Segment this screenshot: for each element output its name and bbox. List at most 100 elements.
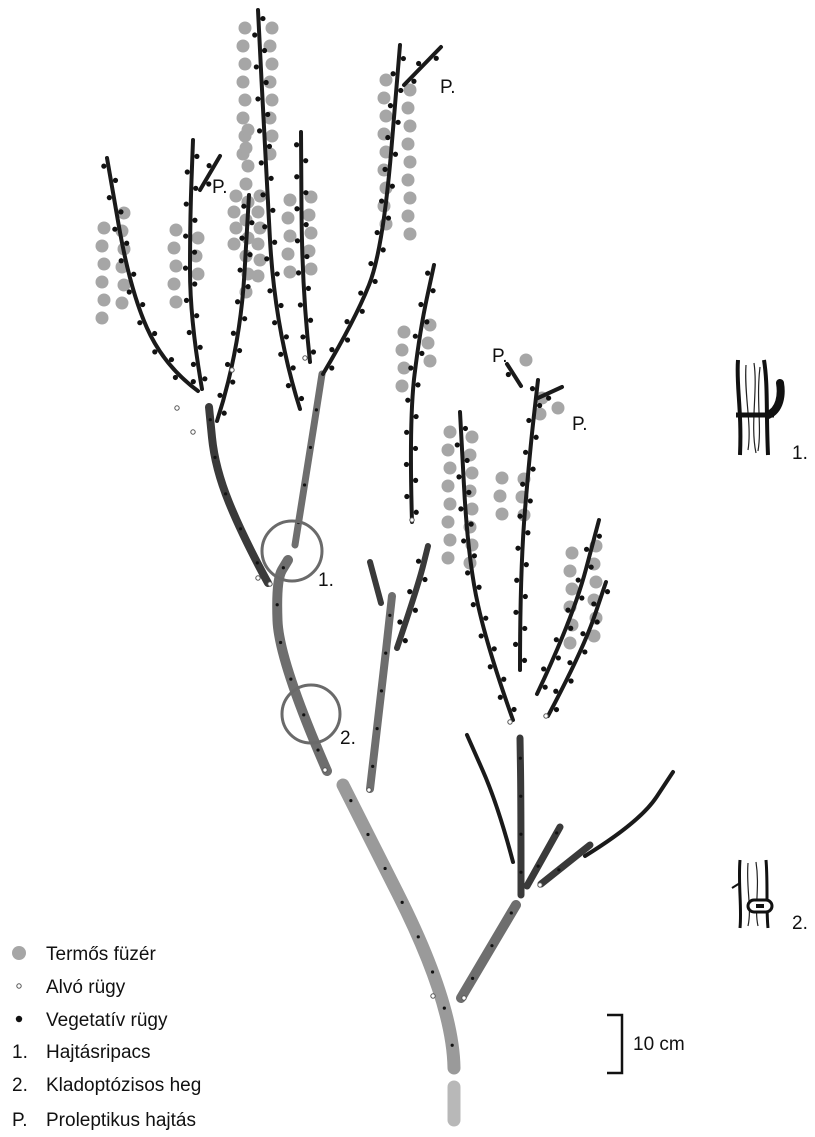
vegetative-bud bbox=[393, 152, 398, 157]
vegetative-bud bbox=[523, 594, 528, 599]
branch-system bbox=[107, 10, 673, 1120]
dormant-bud bbox=[410, 518, 414, 522]
vegetative-bud bbox=[407, 589, 412, 594]
vegetative-bud bbox=[555, 831, 558, 834]
vegetative-bud bbox=[390, 184, 395, 189]
vegetative-bud bbox=[124, 241, 129, 246]
vegetative-bud bbox=[239, 236, 244, 241]
vegetative-bud bbox=[530, 466, 535, 471]
catkin bbox=[404, 228, 417, 241]
vegetative-bud bbox=[466, 490, 471, 495]
vegetative-bud bbox=[275, 271, 280, 276]
branch-segment bbox=[209, 407, 268, 583]
vegetative-bud bbox=[294, 206, 299, 211]
proleptic-label: P. bbox=[212, 177, 228, 198]
legend-item-label: Hajtásripacs bbox=[46, 1042, 151, 1063]
vegetative-bud bbox=[384, 867, 387, 870]
vegetative-bud bbox=[443, 1007, 446, 1010]
vegetative-bud bbox=[191, 362, 196, 367]
vegetative-bud bbox=[517, 514, 522, 519]
vegetative-bud bbox=[260, 16, 265, 21]
vegetative-bud bbox=[371, 765, 374, 768]
vegetative-bud bbox=[434, 56, 439, 61]
vegetative-bud bbox=[264, 256, 269, 261]
vegetative-bud bbox=[413, 414, 418, 419]
catkin bbox=[378, 92, 391, 105]
catkin bbox=[168, 242, 181, 255]
inset-label-1: 1. bbox=[792, 443, 808, 464]
vegetative-bud bbox=[567, 660, 572, 665]
vegetative-bud bbox=[192, 250, 197, 255]
vegetative-bud bbox=[483, 616, 488, 621]
catkin bbox=[239, 94, 252, 107]
vegetative-bud bbox=[127, 289, 132, 294]
vegetative-bud bbox=[304, 222, 309, 227]
vegetative-bud bbox=[414, 510, 419, 515]
shoot-scar-circle bbox=[262, 521, 322, 581]
vegetative-bud bbox=[237, 348, 242, 353]
vegetative-bud bbox=[262, 48, 267, 53]
catkin bbox=[230, 222, 243, 235]
catkin bbox=[252, 270, 265, 283]
catkin bbox=[380, 74, 393, 87]
vegetative-bud bbox=[404, 462, 409, 467]
legend-item-label: Vegetatív rügy bbox=[46, 1010, 168, 1031]
catkin bbox=[170, 260, 183, 273]
vegetative-bud bbox=[479, 633, 484, 638]
catkin bbox=[466, 431, 479, 444]
vegetative-bud bbox=[329, 365, 334, 370]
catkin bbox=[380, 110, 393, 123]
vegetative-bud bbox=[294, 142, 299, 147]
vegetative-bud bbox=[183, 233, 188, 238]
catkin bbox=[228, 238, 241, 251]
vegetative-bud bbox=[113, 178, 118, 183]
vegetative-bud bbox=[403, 638, 408, 643]
vegetative-bud bbox=[413, 608, 418, 613]
vegetative-bud bbox=[397, 619, 402, 624]
vegetative-bud bbox=[300, 334, 305, 339]
vegetative-bud bbox=[472, 553, 477, 558]
catkin bbox=[237, 40, 250, 53]
catkin bbox=[242, 124, 255, 137]
vegetative-bud bbox=[519, 871, 522, 874]
dormant-bud bbox=[256, 576, 260, 580]
bud-markers bbox=[101, 16, 610, 1047]
vegetative-bud bbox=[311, 349, 316, 354]
vegetative-bud bbox=[140, 302, 145, 307]
dormant-bud bbox=[191, 430, 195, 434]
vegetative-bud bbox=[546, 395, 551, 400]
vegetative-bud bbox=[306, 286, 311, 291]
catkin bbox=[284, 194, 297, 207]
catkin bbox=[192, 232, 205, 245]
vegetative-bud bbox=[252, 32, 257, 37]
dormant-bud bbox=[230, 368, 234, 372]
vegetative-bud bbox=[568, 626, 573, 631]
vegetative-bud bbox=[309, 446, 312, 449]
catkin bbox=[564, 565, 577, 578]
catkin bbox=[444, 462, 457, 475]
legend-symbol: 2. bbox=[12, 1075, 28, 1096]
vegetative-bud bbox=[206, 181, 211, 186]
vegetative-bud bbox=[224, 492, 227, 495]
catkin bbox=[404, 156, 417, 169]
dormant-bud bbox=[544, 714, 548, 718]
vegetative-bud bbox=[579, 595, 584, 600]
vegetative-bud bbox=[385, 135, 390, 140]
vegetative-bud bbox=[225, 362, 230, 367]
vegetative-bud bbox=[101, 164, 106, 169]
legend-item-label: Kladoptózisos heg bbox=[46, 1075, 201, 1096]
vegetative-bud bbox=[267, 144, 272, 149]
catkin bbox=[444, 534, 457, 547]
catkin bbox=[496, 472, 509, 485]
vegetative-bud bbox=[425, 271, 430, 276]
vegetative-bud bbox=[519, 795, 522, 798]
vegetative-bud bbox=[528, 498, 533, 503]
dormant-bud bbox=[268, 582, 272, 586]
vegetative-bud bbox=[595, 619, 600, 624]
vegetative-bud bbox=[597, 534, 602, 539]
vegetative-bud bbox=[270, 208, 275, 213]
vegetative-bud bbox=[391, 71, 396, 76]
vegetative-bud bbox=[401, 901, 404, 904]
vegetative-bud bbox=[451, 1044, 454, 1047]
